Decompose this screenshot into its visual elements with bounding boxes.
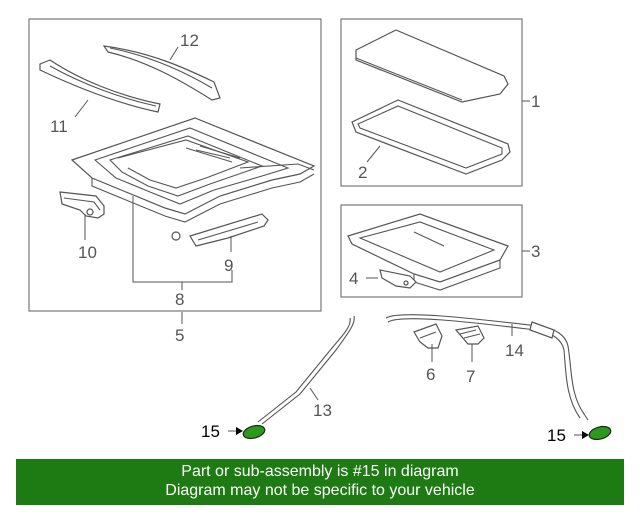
callout-15-left: 15 <box>201 422 220 441</box>
part-3-sunshade[interactable] <box>347 213 509 291</box>
part-2-glass-seal[interactable] <box>351 99 511 175</box>
callout-10: 10 <box>78 243 97 262</box>
info-banner: Part or sub-assembly is #15 in diagram D… <box>16 459 624 505</box>
leader-13 <box>309 387 319 401</box>
banner-line-1: Part or sub-assembly is #15 in diagram <box>181 463 459 480</box>
part-9-rail-bracket[interactable] <box>189 213 269 247</box>
callout-2: 2 <box>358 163 367 182</box>
callout-5: 5 <box>175 326 184 345</box>
leader-12 <box>169 46 179 61</box>
callout-1: 1 <box>531 92 540 111</box>
callout-13: 13 <box>313 401 332 420</box>
glass-group-box <box>340 18 523 187</box>
callout-6: 6 <box>426 365 435 384</box>
part-11-rear-trim[interactable] <box>39 59 161 113</box>
sunroof-housing-group-box <box>28 18 322 312</box>
banner-line-2: Diagram may not be specific to your vehi… <box>165 482 475 499</box>
part-13-rear-drain-hose[interactable] <box>257 315 355 425</box>
callout-7: 7 <box>466 367 475 386</box>
part-1-glass-panel[interactable] <box>355 29 509 103</box>
banner-background <box>16 459 624 505</box>
callout-4: 4 <box>349 269 358 288</box>
callout-11: 11 <box>50 117 68 136</box>
part-5-housing-frame[interactable] <box>70 117 316 223</box>
part-14-front-drain-hose[interactable] <box>385 314 589 421</box>
arrow-15-right <box>582 431 589 439</box>
callout-12: 12 <box>180 31 199 50</box>
leader-11 <box>74 99 89 118</box>
part-10-drive-bracket[interactable] <box>59 191 105 219</box>
part-15-drain-plug-left[interactable] <box>242 423 266 440</box>
clip-small[interactable] <box>171 231 181 241</box>
callout-9: 9 <box>224 256 233 275</box>
callout-15-right: 15 <box>547 426 566 445</box>
leader-2 <box>366 145 381 163</box>
part-4-shade-handle[interactable] <box>379 269 417 289</box>
part-7-guide[interactable] <box>454 325 485 345</box>
part-6-clip[interactable] <box>413 323 443 349</box>
callout-14: 14 <box>505 341 524 360</box>
part-15-drain-plug-right[interactable] <box>588 424 612 441</box>
callout-3: 3 <box>531 242 540 261</box>
part-12-front-trim[interactable] <box>102 45 221 101</box>
arrow-15-left <box>236 427 243 435</box>
callout-8: 8 <box>175 290 184 309</box>
